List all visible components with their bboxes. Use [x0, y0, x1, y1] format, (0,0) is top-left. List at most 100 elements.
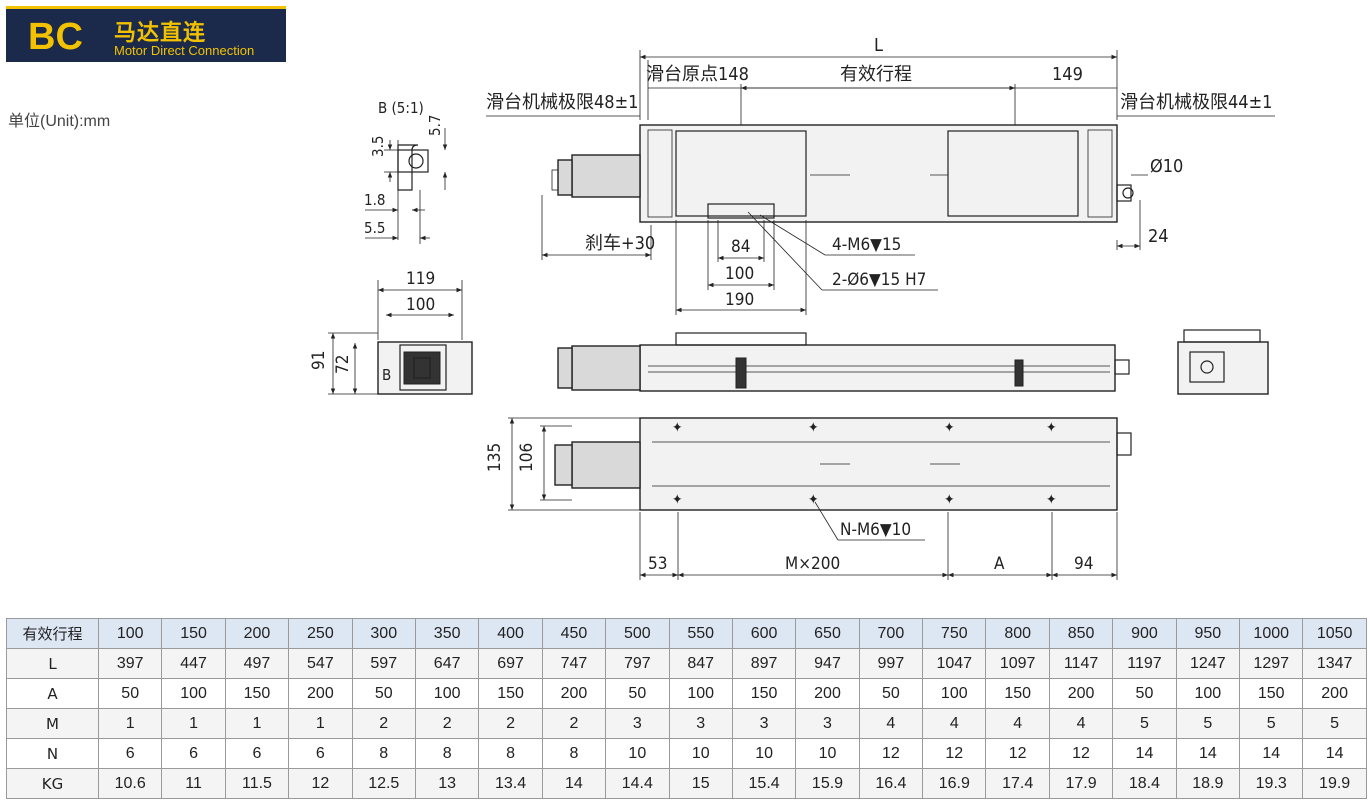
table-cell: 150	[224, 678, 290, 709]
table-cell: 5	[1112, 708, 1177, 739]
table-cell: 8	[478, 738, 543, 769]
limit-right: 滑台机械极限44±1	[1120, 92, 1272, 113]
table-cell: 3	[795, 708, 860, 739]
table-cell: 200	[1048, 678, 1114, 709]
table-cell: 150	[985, 678, 1050, 709]
table-cell: 15	[668, 768, 733, 799]
table-cell: 8	[351, 738, 416, 769]
dim-24: 24	[1148, 226, 1169, 247]
dim-190: 190	[725, 290, 754, 310]
table-cell: 200	[541, 678, 607, 709]
table-cell: 3	[731, 708, 797, 739]
table-cell: 547	[288, 648, 353, 679]
svg-text:✦: ✦	[944, 492, 955, 508]
table-cell: 1297	[1239, 648, 1304, 679]
dim-origin: 滑台原点148	[646, 64, 749, 85]
unit-label: 单位(Unit):mm	[8, 113, 111, 130]
side-view	[557, 332, 1130, 392]
table-cell: 1097	[985, 648, 1050, 679]
end-view: 119 100 91 72 B	[309, 269, 473, 395]
detail-view-label: B (5:1)	[378, 99, 424, 117]
table-cell: 847	[668, 648, 733, 679]
table-cell: 19.9	[1302, 768, 1367, 799]
table-cell: 6	[288, 738, 353, 769]
table-cell: 10	[668, 738, 733, 769]
table-cell: 12	[922, 738, 987, 769]
dim-84: 84	[731, 237, 750, 257]
title-chinese: 马达直连	[114, 21, 207, 46]
table-cell: 497	[224, 648, 290, 679]
table-cell: 200	[1302, 678, 1367, 709]
stroke-cell: 500	[605, 618, 670, 649]
mounting-holes: ✦ ✦ ✦ ✦ ✦ ✦ ✦ ✦	[672, 420, 1057, 508]
table-cell: 11	[161, 768, 226, 799]
table-cell: 14	[1239, 738, 1304, 769]
end-dim-72: 72	[333, 355, 353, 374]
table-cell: 100	[414, 678, 480, 709]
svg-text:✦: ✦	[672, 420, 683, 436]
table-cell: 100	[1175, 678, 1241, 709]
table-cell: 947	[795, 648, 860, 679]
table-cell: 50	[351, 678, 416, 709]
table-cell: 2	[351, 708, 416, 739]
table-cell: 11.5	[224, 768, 290, 799]
svg-text:✦: ✦	[1046, 492, 1057, 508]
table-cell: 150	[478, 678, 543, 709]
table-cell: 4	[922, 708, 987, 739]
table-cell: 150	[731, 678, 797, 709]
table-cell: 15.4	[731, 768, 797, 799]
detail-dim-3-5: 3.5	[369, 136, 387, 157]
table-cell: 12	[288, 768, 353, 799]
dim-stroke: 有效行程	[840, 64, 912, 85]
table-cell: 50	[605, 678, 670, 709]
table-cell: 14	[541, 768, 607, 799]
stroke-cell: 200	[224, 618, 290, 649]
table-cell: 18.4	[1112, 768, 1177, 799]
table-cell: 1	[97, 708, 163, 739]
table-cell: 16.9	[922, 768, 987, 799]
table-cell: 12	[985, 738, 1050, 769]
table-cell: 200	[288, 678, 353, 709]
table-cell: 10.6	[97, 768, 163, 799]
dim-brake: 刹车+30	[585, 233, 655, 254]
row-label: M	[6, 708, 99, 739]
table-cell: 4	[858, 708, 924, 739]
table-cell: 200	[795, 678, 860, 709]
stroke-cell: 900	[1112, 618, 1177, 649]
stroke-cell: 350	[414, 618, 480, 649]
table-cell: 3	[668, 708, 733, 739]
bottom-dim-106: 106	[517, 443, 537, 472]
end-view-label-b: B	[382, 366, 391, 384]
table-cell: 10	[795, 738, 860, 769]
table-cell: 50	[97, 678, 163, 709]
table-cell: 697	[478, 648, 543, 679]
limit-left: 滑台机械极限48±1	[486, 92, 638, 113]
table-cell: 1197	[1112, 648, 1177, 679]
detail-dim-5-7: 5.7	[426, 115, 444, 136]
stroke-cell: 1050	[1302, 618, 1367, 649]
stroke-cell: 450	[541, 618, 607, 649]
dim-dia-10: Ø10	[1150, 156, 1183, 177]
table-cell: 897	[731, 648, 797, 679]
svg-text:✦: ✦	[672, 492, 683, 508]
row-label: A	[6, 678, 99, 709]
table-cell: 100	[922, 678, 987, 709]
table-cell: 18.9	[1175, 768, 1241, 799]
table-cell: 12	[1048, 738, 1114, 769]
stroke-cell: 600	[731, 618, 797, 649]
dim-100-top: 100	[725, 264, 754, 284]
svg-text:✦: ✦	[1046, 420, 1057, 436]
table-cell: 5	[1175, 708, 1241, 739]
table-cell: 397	[97, 648, 163, 679]
table-cell: 1	[161, 708, 226, 739]
table-cell: 647	[414, 648, 480, 679]
table-cell: 14	[1112, 738, 1177, 769]
top-view: L 滑台原点148 有效行程 149 滑台机械极限48±1 滑台机械极限44±1	[486, 35, 1275, 315]
end-dim-119: 119	[406, 269, 435, 289]
table-cell: 5	[1302, 708, 1367, 739]
bottom-dim-53: 53	[648, 554, 667, 574]
table-cell: 19.3	[1239, 768, 1304, 799]
